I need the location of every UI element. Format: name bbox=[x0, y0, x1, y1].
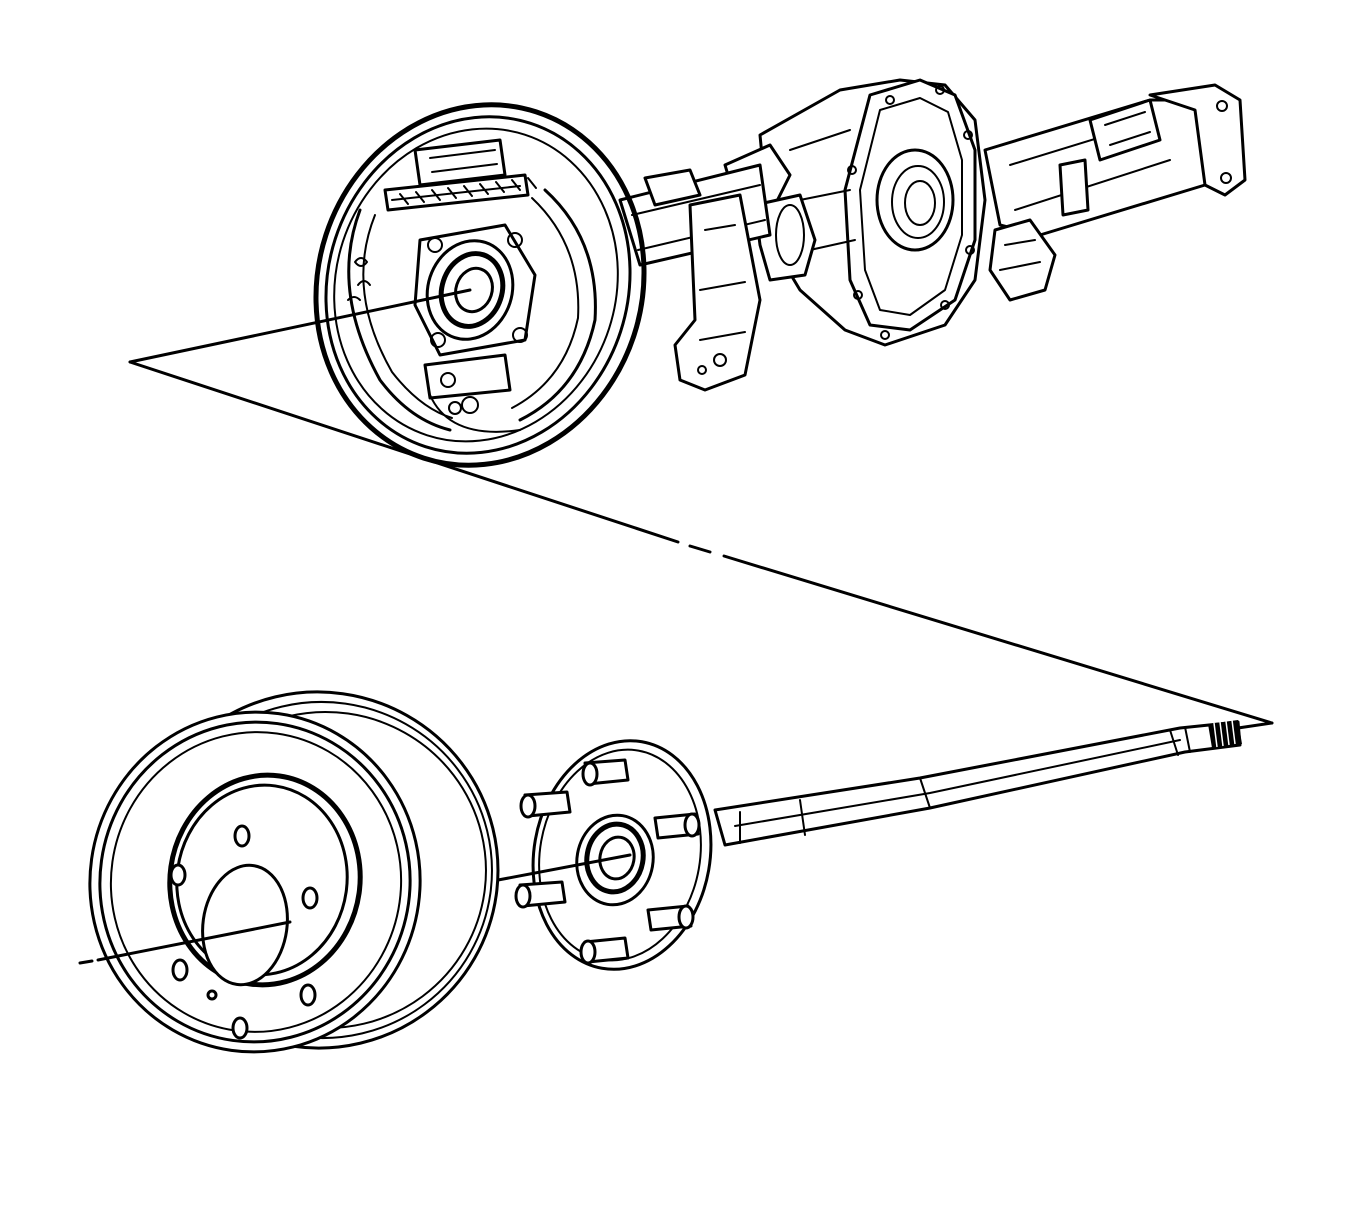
drum-reference-line-tip bbox=[78, 959, 94, 965]
axle-shaft bbox=[713, 719, 1242, 847]
brake-backing-plate bbox=[313, 102, 647, 468]
lug-holes bbox=[169, 824, 319, 1040]
flange-reference-line bbox=[496, 853, 632, 882]
wheel-studs bbox=[514, 758, 701, 965]
right-axle-tube bbox=[983, 83, 1247, 302]
axle-housing-assembly bbox=[313, 78, 1247, 468]
differential-housing bbox=[723, 78, 987, 347]
left-axle-tube bbox=[618, 163, 772, 392]
drum-reference-line bbox=[96, 920, 292, 962]
explode-reference-lines bbox=[128, 288, 1274, 730]
brake-drum bbox=[88, 690, 500, 1054]
